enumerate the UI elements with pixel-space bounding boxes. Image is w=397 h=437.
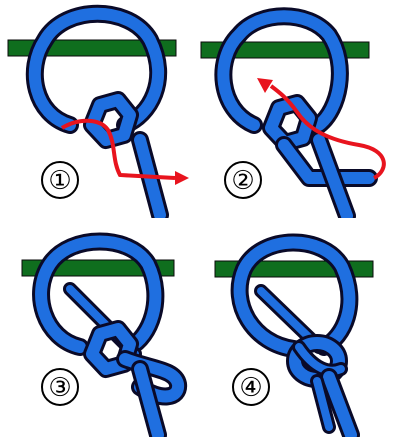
step-number-4: ④ [239,373,262,403]
step-number-1: ① [48,166,71,196]
step-2-panel: ② [200,7,386,218]
rope-bight [278,139,375,184]
rope-tail [313,134,353,218]
rope-tail [323,371,357,437]
rope-loop [233,236,356,355]
rope-loop [35,235,162,353]
red-direction-arrow [60,118,176,180]
rope-loop [28,7,165,131]
rope-hex [86,94,136,146]
step-number-circle [41,161,79,199]
step-number-2: ② [231,166,254,196]
step-number-circle [232,368,270,406]
rope-hex [265,97,315,149]
rope-loop [217,10,346,131]
step-1-panel: ① [7,4,189,218]
knot-wrap [295,343,345,375]
step-number-3: ③ [48,373,71,403]
step-4-panel: ④ [214,233,374,437]
red-direction-arrow [269,84,386,180]
step-3-panel: ③ [21,232,187,437]
step-number-circle [224,161,262,199]
red-arrowhead [175,171,189,185]
rope-tail [134,363,164,437]
red-arrowhead [257,78,273,93]
step-number-circle [41,368,79,406]
rope-tail2 [313,377,333,431]
